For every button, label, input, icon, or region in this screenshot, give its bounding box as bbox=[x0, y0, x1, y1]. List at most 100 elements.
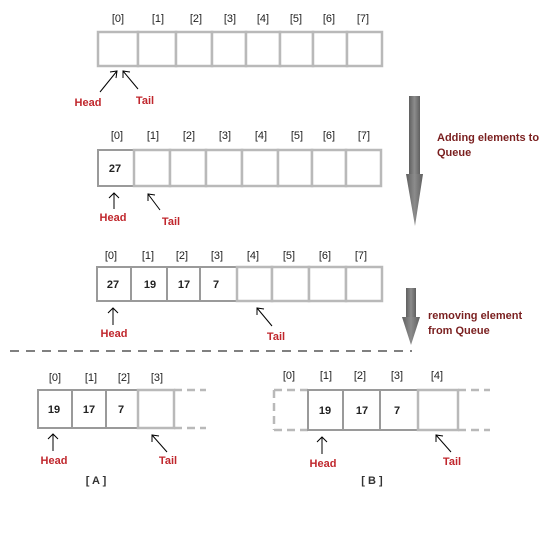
index-label: [3] bbox=[151, 372, 163, 384]
head-label: Head bbox=[75, 97, 102, 109]
index-label: [7] bbox=[357, 13, 369, 25]
tail-label: Tail bbox=[267, 331, 285, 343]
array-cell bbox=[71, 389, 107, 429]
tail-arrowhead-icon bbox=[122, 70, 131, 78]
array-cell bbox=[344, 148, 383, 188]
array-cell bbox=[307, 389, 344, 431]
cell-value: 17 bbox=[178, 279, 190, 291]
head-pointer: Head bbox=[310, 436, 337, 470]
index-label: [4] bbox=[255, 130, 267, 142]
tail-arrowhead-icon bbox=[151, 434, 160, 442]
index-label: [0] bbox=[111, 130, 123, 142]
state-four-added: [0] [1] [2] [3] [4] [5] [6] [7] 27 19 17… bbox=[96, 250, 384, 343]
index-label: [3] bbox=[391, 370, 403, 382]
option-a-caption: [ A ] bbox=[86, 475, 107, 487]
index-label: [6] bbox=[323, 13, 335, 25]
index-row: [0] [1] [2] [3] bbox=[49, 372, 163, 384]
array-cells bbox=[307, 388, 460, 432]
head-arrow-icon bbox=[99, 70, 118, 93]
index-label: [3] bbox=[219, 130, 231, 142]
tail-arrowhead-icon bbox=[256, 307, 265, 315]
index-label: [2] bbox=[190, 13, 202, 25]
array-cell bbox=[96, 30, 140, 68]
array-continuation bbox=[174, 388, 206, 430]
index-label: [1] bbox=[142, 250, 154, 262]
option-b-caption: [ B ] bbox=[361, 475, 383, 487]
index-row: [0] [1] [2] [3] [4] [5] [6] [7] bbox=[111, 130, 370, 142]
index-label: [2] bbox=[118, 372, 130, 384]
cell-value: 7 bbox=[118, 404, 124, 416]
head-label: Head bbox=[100, 212, 127, 224]
removing-label-line1: removing element bbox=[428, 310, 522, 322]
head-arrowhead-icon bbox=[47, 433, 59, 440]
index-row: [0] [1] [2] [3] [4] [5] [6] [7] bbox=[112, 13, 369, 25]
array-leading-cell bbox=[272, 388, 308, 432]
head-arrowhead-icon bbox=[109, 70, 118, 79]
state-one-added: [0] [1] [2] [3] [4] [5] [6] [7] 27 Head bbox=[97, 130, 383, 228]
cell-value: 27 bbox=[109, 163, 121, 175]
array-cell bbox=[416, 388, 460, 432]
array-cell bbox=[199, 266, 238, 302]
array-cell bbox=[168, 148, 208, 188]
head-pointer: Head bbox=[101, 307, 128, 340]
cell-value: 7 bbox=[213, 279, 219, 291]
tail-label: Tail bbox=[443, 456, 461, 468]
index-label: [4] bbox=[257, 13, 269, 25]
cell-value: 27 bbox=[107, 279, 119, 291]
tail-pointer: Tail bbox=[122, 70, 154, 107]
index-label: [7] bbox=[358, 130, 370, 142]
array-cell bbox=[204, 148, 244, 188]
option-b: [0] [1] [2] [3] [4] 19 17 7 Head Tail [ … bbox=[272, 370, 490, 487]
array-cell bbox=[136, 388, 176, 430]
head-arrowhead-icon bbox=[107, 307, 119, 314]
array-cell bbox=[345, 30, 384, 68]
array-cell bbox=[105, 389, 139, 429]
array-cell bbox=[344, 265, 384, 303]
tail-arrowhead-icon bbox=[435, 434, 444, 442]
head-label: Head bbox=[310, 458, 337, 470]
index-row: [0] [1] [2] [3] [4] [5] [6] [7] bbox=[105, 250, 367, 262]
index-label: [5] bbox=[290, 13, 302, 25]
tail-arrow-icon bbox=[122, 70, 139, 90]
tail-pointer: Tail bbox=[256, 307, 285, 343]
array-cell bbox=[244, 30, 282, 68]
state-empty: [0] [1] [2] [3] [4] [5] [6] [7] Head bbox=[75, 13, 384, 109]
index-label: [1] bbox=[147, 130, 159, 142]
array-cell bbox=[174, 30, 214, 68]
index-label: [7] bbox=[355, 250, 367, 262]
tail-arrowhead-icon bbox=[147, 193, 156, 201]
array-cell bbox=[270, 265, 311, 303]
tail-arrow-icon bbox=[435, 434, 452, 453]
array-cell bbox=[240, 148, 280, 188]
index-label: [5] bbox=[283, 250, 295, 262]
tail-arrow-icon bbox=[151, 434, 168, 453]
adding-label-line1: Adding elements to bbox=[437, 132, 539, 144]
array-cell bbox=[311, 30, 349, 68]
index-label: [2] bbox=[183, 130, 195, 142]
array-cell bbox=[307, 265, 348, 303]
index-row: [0] [1] [2] [3] [4] bbox=[283, 370, 443, 382]
array-cell bbox=[310, 148, 348, 188]
array-cell bbox=[235, 265, 274, 303]
array-cell bbox=[379, 389, 419, 431]
cell-value: 17 bbox=[83, 404, 95, 416]
index-label: [4] bbox=[431, 370, 443, 382]
adding-label-line2: Queue bbox=[437, 147, 471, 159]
array-cells bbox=[96, 265, 384, 303]
array-cell bbox=[278, 30, 315, 68]
cell-value: 19 bbox=[144, 279, 156, 291]
option-a: [0] [1] [2] [3] 19 17 7 Head Tail [ A ] bbox=[37, 372, 206, 487]
array-cells bbox=[37, 388, 176, 430]
index-label: [3] bbox=[211, 250, 223, 262]
index-label: [0] bbox=[283, 370, 295, 382]
head-pointer: Head bbox=[41, 433, 67, 467]
array-cells bbox=[96, 30, 384, 68]
array-continuation bbox=[458, 388, 490, 432]
array-cell bbox=[130, 266, 168, 302]
index-label: [0] bbox=[105, 250, 117, 262]
tail-pointer: Tail bbox=[435, 434, 461, 468]
removing-label-line2: from Queue bbox=[428, 325, 490, 337]
tail-pointer: Tail bbox=[147, 193, 180, 228]
head-label: Head bbox=[101, 328, 128, 340]
cell-value: 19 bbox=[319, 405, 331, 417]
